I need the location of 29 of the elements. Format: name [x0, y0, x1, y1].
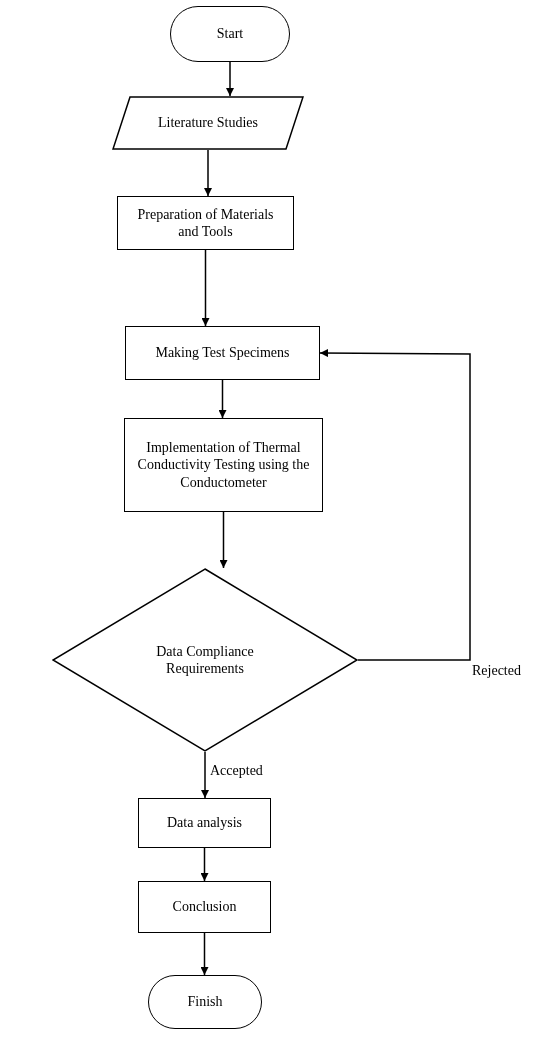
arrow — [201, 249, 210, 327]
node-text: Implementation of Thermal Conductivity Testing using the Conductometer — [136, 438, 311, 492]
arrow — [201, 751, 209, 799]
arrow — [219, 511, 228, 569]
node-text: Preparation of Materials and Tools — [136, 205, 275, 241]
node-text: Data analysis — [167, 814, 242, 832]
node-text: Making Test Specimens — [155, 344, 290, 362]
process-box — [138, 798, 271, 848]
edge-label: Rejected — [472, 664, 521, 678]
edge-label: Accepted — [210, 764, 263, 778]
node-text: Finish — [187, 993, 223, 1011]
node-text: Conclusion — [172, 898, 237, 916]
arrow — [218, 379, 227, 419]
decision-diamond — [52, 568, 358, 752]
process-box — [117, 196, 294, 250]
arrow — [200, 932, 209, 976]
process-box — [125, 326, 320, 380]
start-terminal — [170, 6, 290, 62]
end-terminal — [148, 975, 262, 1029]
arrow — [204, 149, 212, 197]
input-parallelogram — [112, 96, 304, 150]
arrow — [200, 847, 209, 882]
arrow — [319, 349, 471, 661]
process-box — [138, 881, 271, 933]
node-text: Start — [216, 25, 244, 43]
node-text: Data Compliance Requirements — [155, 642, 255, 678]
process-box — [124, 418, 323, 512]
arrow — [226, 61, 234, 97]
node-text: Literature Studies — [158, 114, 258, 132]
